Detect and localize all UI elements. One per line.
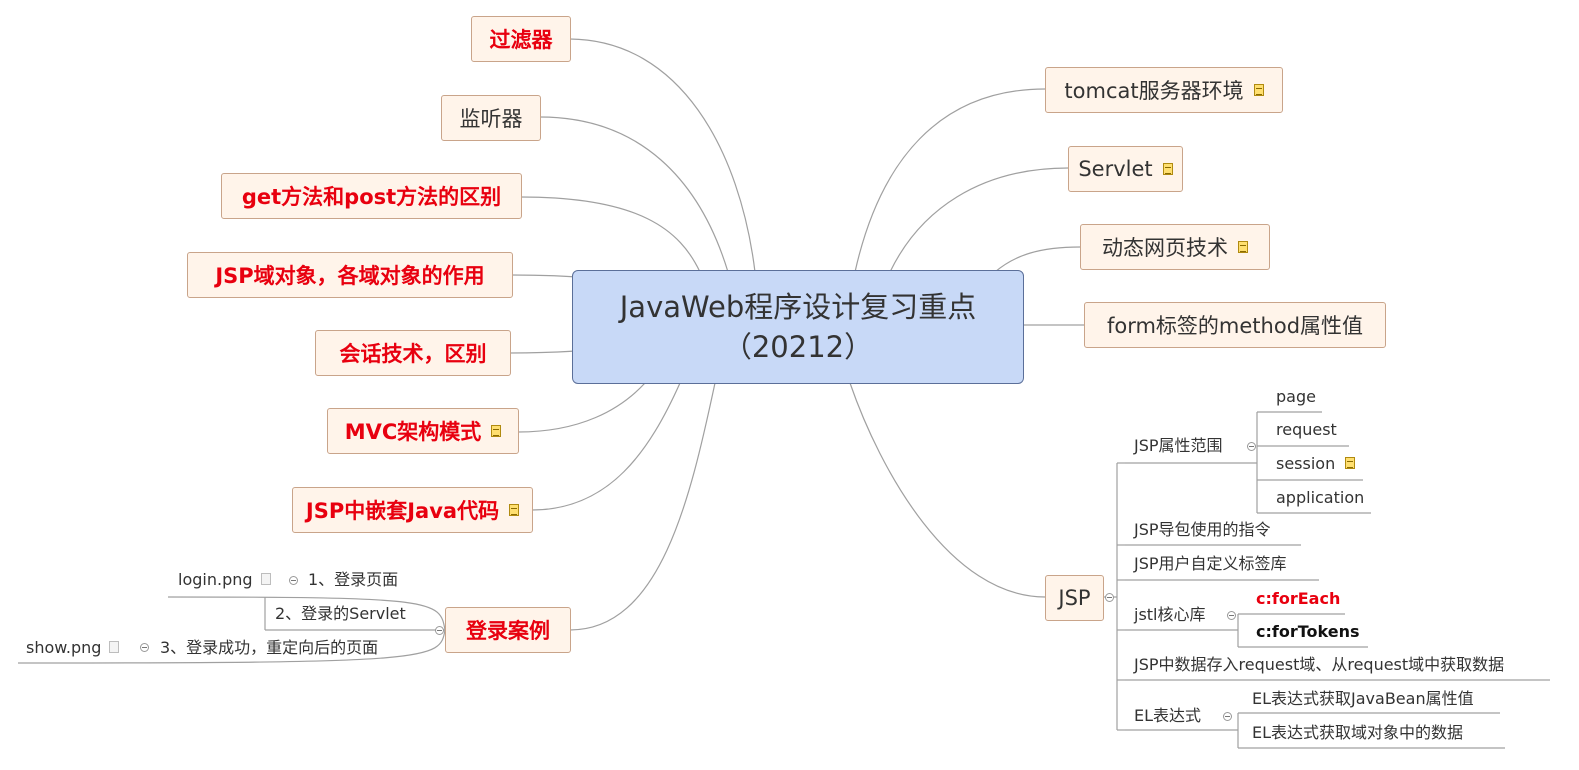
jsp-el[interactable]: EL表达式 <box>1134 704 1201 728</box>
topic-label: 登录案例 <box>466 619 550 643</box>
topic-jsp-java-code[interactable]: JSP中嵌套Java代码 <box>292 487 533 533</box>
topic-label: 会话技术，区别 <box>339 342 487 366</box>
topic-listener[interactable]: 监听器 <box>441 95 541 141</box>
topic-jsp-scope-objects[interactable]: JSP域对象，各域对象的作用 <box>187 252 513 298</box>
topic-form-method[interactable]: form标签的method属性值 <box>1084 302 1386 348</box>
scope-session[interactable]: session <box>1276 452 1356 476</box>
jsp-import-directive[interactable]: JSP导包使用的指令 <box>1134 518 1271 542</box>
login-step-label: 1、登录页面 <box>308 570 399 589</box>
central-subtitle: （20212） <box>722 330 874 364</box>
leaf-label: JSP导包使用的指令 <box>1134 520 1271 539</box>
login-step-label: 3、登录成功，重定向后的页面 <box>160 638 379 657</box>
leaf-label: EL表达式 <box>1134 706 1202 725</box>
note-icon[interactable] <box>1162 163 1173 175</box>
topic-label: MVC架构模式 <box>344 420 482 444</box>
jstl-foreach[interactable]: c:forEach <box>1256 587 1340 611</box>
scope-application[interactable]: application <box>1276 486 1364 510</box>
login-step-1-label[interactable]: 1、登录页面 <box>308 568 398 592</box>
leaf-label: EL表达式获取JavaBean属性值 <box>1252 689 1474 708</box>
topic-label: 动态网页技术 <box>1102 236 1228 260</box>
collapse-icon[interactable] <box>289 576 298 585</box>
note-icon[interactable] <box>491 425 502 437</box>
file-icon[interactable] <box>260 573 271 585</box>
attachment-name: show.png <box>26 638 102 657</box>
leaf-label: JSP中数据存入request域、从request域中获取数据 <box>1134 655 1505 674</box>
jstl-fortokens[interactable]: c:forTokens <box>1256 620 1359 644</box>
login-step-3-label[interactable]: 3、登录成功，重定向后的页面 <box>160 636 378 660</box>
collapse-icon[interactable] <box>1223 712 1232 721</box>
scope-page[interactable]: page <box>1276 385 1316 409</box>
central-topic[interactable]: JavaWeb程序设计复习重点 （20212） <box>572 270 1024 384</box>
topic-servlet[interactable]: Servlet <box>1068 146 1183 192</box>
central-title: JavaWeb程序设计复习重点 <box>619 290 977 324</box>
topic-session-tech[interactable]: 会话技术，区别 <box>315 330 511 376</box>
collapse-icon[interactable] <box>1105 593 1114 602</box>
login-step-1[interactable]: login.png <box>178 568 271 592</box>
scope-label: request <box>1276 420 1337 439</box>
jsp-request-data[interactable]: JSP中数据存入request域、从request域中获取数据 <box>1134 653 1504 677</box>
topic-mvc[interactable]: MVC架构模式 <box>327 408 519 454</box>
jsp-scope[interactable]: JSP属性范围 <box>1134 434 1223 458</box>
topic-label: 过滤器 <box>489 28 553 52</box>
scope-request[interactable]: request <box>1276 418 1337 442</box>
topic-jsp[interactable]: JSP <box>1045 575 1104 621</box>
topic-get-vs-post[interactable]: get方法和post方法的区别 <box>221 173 522 219</box>
leaf-label: JSP用户自定义标签库 <box>1134 554 1287 573</box>
collapse-icon[interactable] <box>435 626 444 635</box>
topic-label: JSP中嵌套Java代码 <box>305 499 500 523</box>
scope-label: application <box>1276 488 1365 507</box>
topic-label: tomcat服务器环境 <box>1064 79 1244 103</box>
el-scope-data[interactable]: EL表达式获取域对象中的数据 <box>1252 721 1463 745</box>
topic-label: JSP <box>1058 586 1091 610</box>
topic-filter[interactable]: 过滤器 <box>471 16 571 62</box>
collapse-icon[interactable] <box>140 643 149 652</box>
scope-label: page <box>1276 387 1316 406</box>
jsp-scope-label: JSP属性范围 <box>1134 436 1223 455</box>
leaf-label: EL表达式获取域对象中的数据 <box>1252 723 1464 742</box>
topic-label: get方法和post方法的区别 <box>241 185 502 209</box>
topic-label: 监听器 <box>459 107 523 131</box>
login-step-3[interactable]: show.png <box>26 636 120 660</box>
collapse-icon[interactable] <box>1227 611 1236 620</box>
topic-label: form标签的method属性值 <box>1106 314 1364 338</box>
topic-tomcat[interactable]: tomcat服务器环境 <box>1045 67 1283 113</box>
topic-label: JSP域对象，各域对象的作用 <box>215 264 485 288</box>
leaf-label: c:forTokens <box>1256 622 1360 641</box>
note-icon[interactable] <box>1345 457 1356 469</box>
leaf-label: jstl核心库 <box>1134 605 1206 624</box>
jsp-jstl[interactable]: jstl核心库 <box>1134 603 1206 627</box>
login-step-label: 2、登录的Servlet <box>275 604 406 623</box>
note-icon[interactable] <box>1238 241 1248 253</box>
file-icon[interactable] <box>109 641 120 653</box>
collapse-icon[interactable] <box>1247 442 1256 451</box>
scope-label: session <box>1276 454 1336 473</box>
login-step-2[interactable]: 2、登录的Servlet <box>275 602 406 626</box>
jsp-custom-tags[interactable]: JSP用户自定义标签库 <box>1134 552 1287 576</box>
note-icon[interactable] <box>1253 84 1264 96</box>
topic-label: Servlet <box>1078 157 1153 181</box>
topic-login-case[interactable]: 登录案例 <box>445 607 571 653</box>
el-javabean[interactable]: EL表达式获取JavaBean属性值 <box>1252 687 1474 711</box>
note-icon[interactable] <box>509 504 520 516</box>
attachment-name: login.png <box>178 570 253 589</box>
leaf-label: c:forEach <box>1256 589 1341 608</box>
topic-dynamic-web[interactable]: 动态网页技术 <box>1080 224 1270 270</box>
